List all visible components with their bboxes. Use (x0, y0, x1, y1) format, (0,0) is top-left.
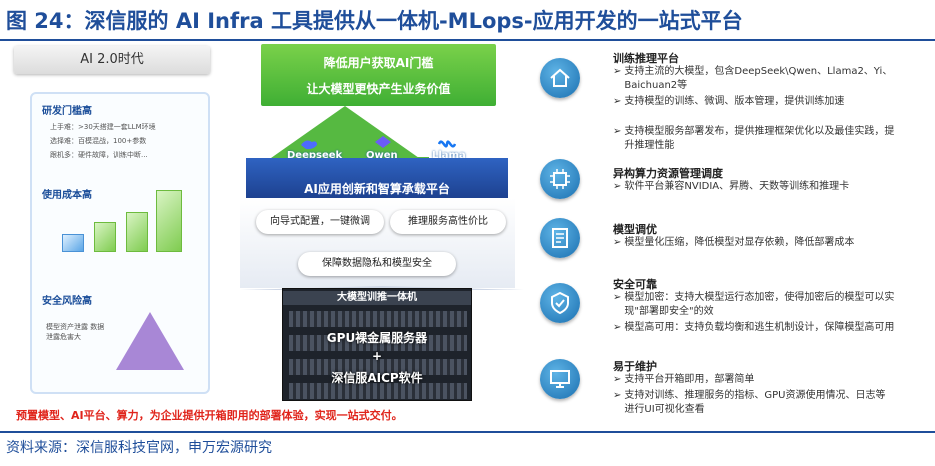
goal-line-2: 让大模型更快产生业务价值 (306, 82, 451, 96)
footer-divider (0, 431, 935, 433)
platform-bar: AI应用创新和智算承载平台 (246, 158, 508, 201)
section-item: ➢模型量化压缩，降低模型对显存依赖，降低部署成本 (613, 237, 855, 248)
deepseek-logo-icon (301, 140, 317, 150)
section-title-tuning: 模型调优 (613, 223, 657, 236)
section-title-security: 安全可靠 (613, 278, 657, 291)
section-item: ➢支持对训练、推理服务的指标、GPU资源使用情况、日志等进行UI可视化查看 (613, 390, 886, 415)
server-rack (289, 311, 467, 327)
section-title-maintenance: 易于维护 (613, 360, 657, 373)
goal-banner: 降低用户获取AI门槛 让大模型更快产生业务价值 (261, 44, 496, 106)
section-item: ➢支持平台开箱即用，部署简单 (613, 374, 755, 385)
server-rack (289, 335, 467, 351)
capability-layer: 向导式配置，一键微调 推理服务高性价比 保障数据隐私和模型安全 (240, 198, 515, 288)
challenge-heading-cost: 使用成本高 (42, 190, 92, 201)
monitor-icon (540, 359, 580, 399)
security-note: 模型资产泄露 数据泄露危害大 (46, 323, 105, 341)
delivery-note: 预置模型、AI平台、算力，为企业提供开箱即用的部署体验，实现一站式交付。 (16, 409, 403, 422)
challenge-bullet: 选择难：百模混战，100+参数 (50, 137, 147, 145)
cost-bar-large (126, 212, 148, 252)
shield-icon (540, 283, 580, 323)
model-label-qwen: Qwen (366, 150, 398, 161)
section-item: ➢支持模型的训练、微调、版本管理，提供训练加速 (613, 96, 845, 107)
server-rack (289, 359, 467, 375)
section-item: ➢软件平台兼容NVIDIA、昇腾、天数等训练和推理卡 (613, 181, 850, 192)
figure-title: 图 24：深信服的 AI Infra 工具提供从一体机-MLops-应用开发的一… (6, 9, 743, 33)
challenge-heading-security: 安全风险高 (42, 296, 92, 307)
section-item: ➢模型高可用：支持负载均衡和逃生机制设计，保障模型高可用 (613, 322, 895, 333)
challenge-heading-rd: 研发门槛高 (42, 106, 92, 117)
server-line-2: 深信服AICP软件 (331, 371, 423, 385)
challenges-panel: 研发门槛高 上手难：>30天搭建一套LLM环境 选择难：百模混战，100+参数 … (30, 92, 210, 394)
title-divider (0, 39, 935, 41)
cost-bar-medium (94, 222, 116, 252)
model-label-llama: Llama (432, 150, 466, 161)
security-pyramid-icon (116, 312, 184, 370)
home-cloud-icon (540, 58, 580, 98)
chip-icon (540, 159, 580, 199)
capability-pill-inference: 推理服务高性价比 (390, 210, 506, 234)
section-item: ➢模型加密：支持大模型运行态加密，使得加密后的模型可以实现"部署即安全"的效 (613, 292, 895, 317)
appliance-server: 大模型训推一体机 GPU裸金属服务器 + 深信服AICP软件 (282, 288, 472, 401)
server-rack (289, 383, 467, 399)
qwen-logo-icon (375, 136, 391, 148)
era-label: AI 2.0时代 (14, 46, 210, 74)
cost-bar-xlarge (156, 190, 182, 252)
document-icon (540, 218, 580, 258)
capability-pill-security: 保障数据隐私和模型安全 (298, 252, 456, 276)
capability-pill-config: 向导式配置，一键微调 (256, 210, 384, 234)
section-item: ➢支持模型服务部署发布，提供推理框架优化以及最佳实践，提升推理性能 (613, 126, 895, 151)
up-arrow-icon (271, 106, 419, 158)
server-line-1: GPU裸金属服务器 (326, 331, 428, 345)
section-item: ➢支持主流的大模型，包含DeepSeek\Qwen、Llama2、Yi、Baic… (613, 66, 893, 91)
section-title-training: 训练推理平台 (613, 52, 679, 65)
appliance-title: 大模型训推一体机 (283, 291, 471, 305)
challenge-bullet: 上手难：>30天搭建一套LLM环境 (50, 123, 156, 131)
platform-title: AI应用创新和智算承载平台 (304, 182, 450, 196)
llama-logo-icon (438, 140, 456, 148)
model-label-deepseek: Deepseek (287, 150, 343, 161)
server-plus: + (371, 349, 383, 363)
cost-bar-small (62, 234, 84, 252)
challenge-bullet: 跟机多：硬件故障，训练中断... (50, 151, 148, 159)
section-title-compute: 异构算力资源管理调度 (613, 167, 723, 180)
source-footer: 资料来源：深信服科技官网，申万宏源研究 (6, 440, 272, 456)
goal-line-1: 降低用户获取AI门槛 (323, 56, 434, 70)
